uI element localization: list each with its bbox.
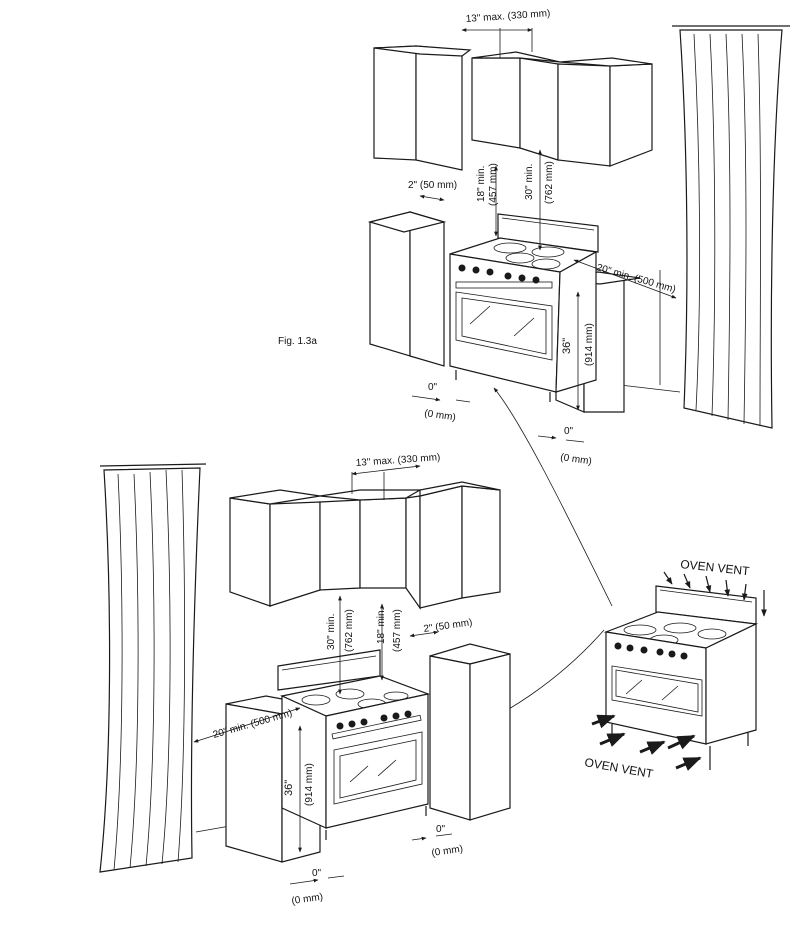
vent-bottom-arrows bbox=[591, 714, 702, 771]
vent-top-label: OVEN VENT bbox=[680, 557, 751, 578]
bottom-side-clearance-label: 2" (50 mm) bbox=[423, 617, 473, 635]
vent-bottom-label: OVEN VENT bbox=[583, 755, 654, 781]
top-front-gap-in: 0" bbox=[564, 426, 574, 437]
bottom-cabinet-gap-label: 13" max. (330 mm) bbox=[355, 452, 440, 469]
top-cabinet-gap-label: 13" max. (330 mm) bbox=[465, 8, 550, 25]
curtain-right bbox=[672, 25, 790, 429]
top-range bbox=[449, 213, 599, 402]
top-side-hood-mm: (457 mm) bbox=[488, 163, 499, 206]
top-rear-gap-mm: (0 mm) bbox=[424, 408, 457, 423]
top-side-clearance-label: 2" (50 mm) bbox=[408, 180, 457, 191]
top-counter-height-in: 36" bbox=[561, 338, 573, 354]
top-installation: 13" max. (330 mm) 2" (50 mm) 18" min. (4… bbox=[278, 8, 790, 467]
bottom-side-hood-in: 18" min. bbox=[376, 608, 387, 644]
bottom-left-gap-in: 0" bbox=[312, 868, 322, 879]
top-front-gap-mm: (0 mm) bbox=[560, 452, 593, 467]
bottom-hood-min-in: 30" min. bbox=[326, 614, 337, 650]
bottom-right-gap-mm: (0 mm) bbox=[431, 844, 464, 859]
top-hood-min-in: 30" min. bbox=[524, 164, 535, 200]
bottom-left-gap-mm: (0 mm) bbox=[291, 892, 324, 907]
bottom-side-hood-mm: (457 mm) bbox=[392, 609, 403, 652]
top-wall-cabinets bbox=[373, 45, 653, 171]
oven-vent-detail: OVEN VENT OVEN VENT bbox=[583, 557, 767, 781]
top-rear-gap-in: 0" bbox=[428, 382, 438, 393]
top-hood-min-mm: (762 mm) bbox=[544, 161, 555, 204]
top-counter-height-mm: (914 mm) bbox=[584, 323, 595, 366]
bottom-counter-height-in: 36" bbox=[283, 780, 295, 796]
figure-label: Fig. 1.3a bbox=[278, 336, 317, 347]
bottom-counter-height-mm: (914 mm) bbox=[304, 763, 315, 806]
bottom-wall-cabinets bbox=[229, 481, 501, 610]
bottom-installation: 13" max. (330 mm) 30" min. (762 mm) 18" … bbox=[99, 452, 511, 907]
bottom-hood-min-mm: (762 mm) bbox=[344, 609, 355, 652]
top-left-base-cabinet bbox=[367, 211, 447, 367]
bottom-range bbox=[277, 649, 431, 840]
bottom-right-gap-in: 0" bbox=[436, 824, 446, 835]
bottom-right-base-cabinet bbox=[429, 643, 511, 821]
curtain-left bbox=[99, 463, 207, 873]
vent-top-arrows bbox=[663, 571, 767, 617]
top-side-hood-in: 18" min. bbox=[476, 166, 487, 202]
